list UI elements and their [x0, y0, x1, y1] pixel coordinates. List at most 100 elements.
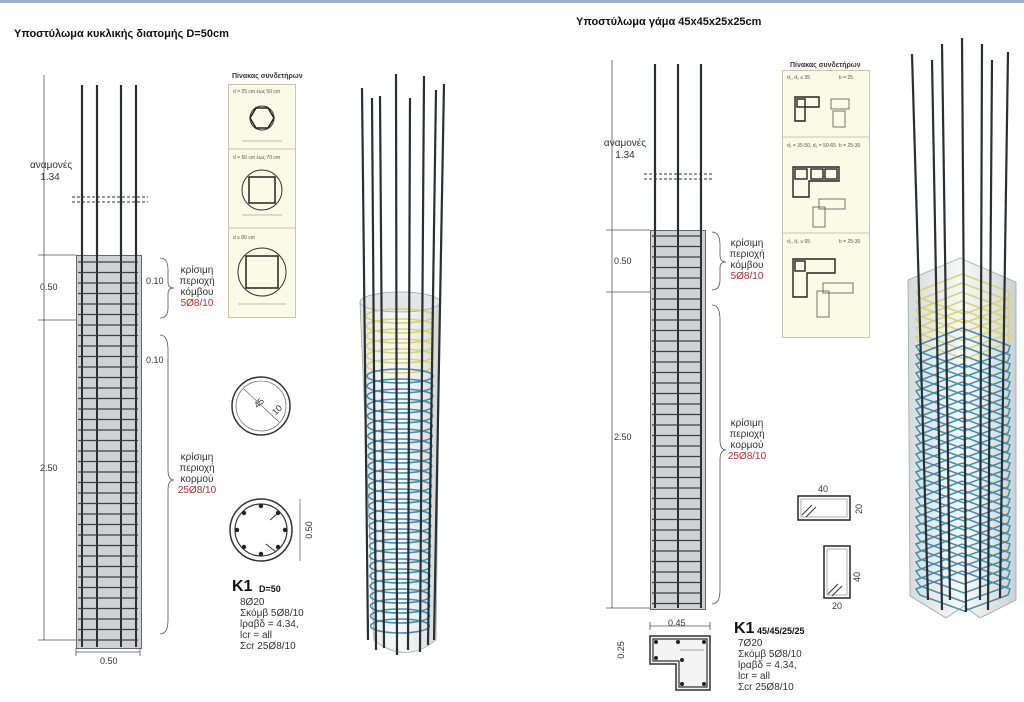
- stirrup-ring: [369, 568, 431, 584]
- left-dim-body: 2.50: [40, 463, 58, 473]
- stirrup-frame: [914, 372, 1011, 414]
- left-k1-line-3: lραβδ = 4.34,: [240, 619, 299, 630]
- stirrup-frame: [914, 534, 1011, 576]
- r-body-region-line-2: περιοχή: [729, 429, 765, 440]
- r-node-region-line-2: περιοχή: [729, 249, 765, 260]
- right-k1-desc: 45/45/25/25: [757, 626, 805, 636]
- stirrup-ring: [366, 378, 434, 394]
- stirrup-ring: [368, 498, 432, 514]
- stirrup-ring: [366, 388, 434, 404]
- r-table-row-1-right: b = 25: [839, 75, 854, 81]
- left-anamones-label: αναμονές: [30, 160, 73, 171]
- left-anamones-value: 1.34: [40, 172, 60, 183]
- left-table-row-2: d = 50 cm έως 70 cm: [233, 155, 281, 161]
- left-table-row-1: d = 25 cm έως 50 cm: [233, 89, 281, 95]
- left-spacing-1: 0.10: [146, 276, 164, 286]
- stirrup-ring: [368, 518, 432, 534]
- left-k1-code: K1: [232, 578, 253, 595]
- stirrup-frame: [914, 381, 1011, 423]
- left-table-title: Πίνακας συνδετήρων: [232, 73, 303, 80]
- stirrup-frame: [914, 390, 1011, 432]
- r-node-region-line-3: κόμβου: [730, 260, 764, 271]
- stirrup-ring: [365, 338, 435, 354]
- stirrup-frame: [914, 354, 1011, 396]
- left-spacing-2: 0.10: [146, 355, 164, 365]
- left-column-concrete: [76, 255, 142, 649]
- stirrup-ring: [368, 558, 432, 574]
- stirrup-frame: [914, 471, 1011, 513]
- stirrup-frame: [914, 408, 1011, 450]
- stirrup-ring: [367, 478, 433, 494]
- right-k1-line-1: 7Ø20: [738, 638, 763, 649]
- body-region-line-1: κρίσιμη: [180, 452, 214, 463]
- stirrup-frame: [914, 543, 1011, 585]
- body-region-line-2: περιοχή: [179, 463, 215, 474]
- stirrup-frame: [914, 444, 1011, 486]
- right-anamones-value: 1.34: [615, 150, 635, 161]
- r-body-region-line-3: κορμού: [730, 440, 764, 451]
- right-table-title: Πίνακας συνδετήρων: [790, 62, 861, 69]
- r-node-region-line-1: κρίσιμη: [730, 238, 764, 249]
- right-k1-line-5: Σcr 25Ø8/10: [738, 682, 794, 693]
- right-k1-line-4: lcr = all: [738, 671, 770, 682]
- left-k1-specs: 8Ø20 Σκόμβ 5Ø8/10 lραβδ = 4.34, lcr = al…: [240, 597, 304, 652]
- stirrup-ring: [365, 318, 435, 334]
- stirrup-frame: [914, 525, 1011, 567]
- stirrup-b-width: 20: [832, 601, 843, 611]
- r-table-row-1-left: d₁, d₂ ≤ 35: [787, 75, 811, 81]
- right-body-region: κρίσιμη περιοχή κορμού 25Ø8/10: [722, 418, 772, 462]
- node-region-line-1: κρίσιμη: [180, 265, 214, 276]
- stirrup-frame: [914, 552, 1011, 594]
- right-k1-specs: 7Ø20 Σκόμβ 5Ø8/10 lραβδ = 4.34, lcr = al…: [738, 638, 802, 693]
- left-table-row-3: d ≥ 80 cm: [233, 235, 255, 241]
- r-body-region-line-1: κρίσιμη: [730, 418, 764, 429]
- stirrup-ring: [368, 528, 432, 544]
- stirrup-a-width: 40: [818, 484, 829, 494]
- stirrup-ring: [367, 468, 433, 484]
- stirrup-frame: [914, 498, 1011, 540]
- r-body-stirrups: 25Ø8/10: [727, 451, 767, 462]
- stirrup-ring: [367, 458, 433, 474]
- stirrup-frame: [914, 462, 1011, 504]
- node-region-line-3: κόμβου: [180, 287, 214, 298]
- node-stirrups: 5Ø8/10: [180, 298, 214, 309]
- stirrup-ring: [365, 348, 435, 364]
- stirrup-frame: [914, 345, 1011, 387]
- stirrup-frame: [914, 489, 1011, 531]
- top-border: [0, 0, 1024, 3]
- stirrup-frame: [914, 480, 1011, 522]
- body-region-line-3: κορμού: [180, 474, 214, 485]
- left-stirrup-table: d = 25 cm έως 50 cm d = 50 cm έως 70 cm …: [228, 84, 296, 318]
- stirrup-ring: [365, 358, 435, 374]
- left-k1-line-1: 8Ø20: [240, 597, 265, 608]
- stirrup-ring: [368, 538, 432, 554]
- stirrup-frame: [914, 507, 1011, 549]
- r-table-row-3-left: d₁, d₂ ≥ 65: [787, 239, 811, 245]
- stirrup-ring: [368, 548, 432, 564]
- r-table-row-2-left: d₁ = 35-50, d₂ = 50-65: [787, 143, 836, 149]
- left-k1-line-5: Σcr 25Ø8/10: [240, 641, 296, 652]
- stirrup-ring: [367, 448, 433, 464]
- left-table-drawings: [229, 105, 295, 305]
- right-anamones-label: αναμονές: [603, 138, 647, 149]
- stirrup-frame: [914, 453, 1011, 495]
- r-table-row-3-right: b = 25-30: [839, 239, 861, 245]
- r-table-row-2-right: b = 25-30: [839, 143, 861, 149]
- left-k1-desc: D=50: [259, 584, 281, 594]
- r-node-stirrups: 5Ø8/10: [730, 271, 764, 282]
- stirrup-ring: [366, 368, 434, 384]
- right-stirrup-table: d₁, d₂ ≤ 35 b = 25 d₁ = 35-50, d₂ = 50-6…: [782, 70, 870, 338]
- node-region-line-2: περιοχή: [179, 276, 215, 287]
- stirrup-ring: [365, 328, 435, 344]
- stirrup-frame: [914, 435, 1011, 477]
- stirrup-ring: [366, 428, 433, 444]
- left-k1-line-2: Σκόμβ 5Ø8/10: [240, 608, 304, 619]
- stirrup-ring: [367, 438, 433, 454]
